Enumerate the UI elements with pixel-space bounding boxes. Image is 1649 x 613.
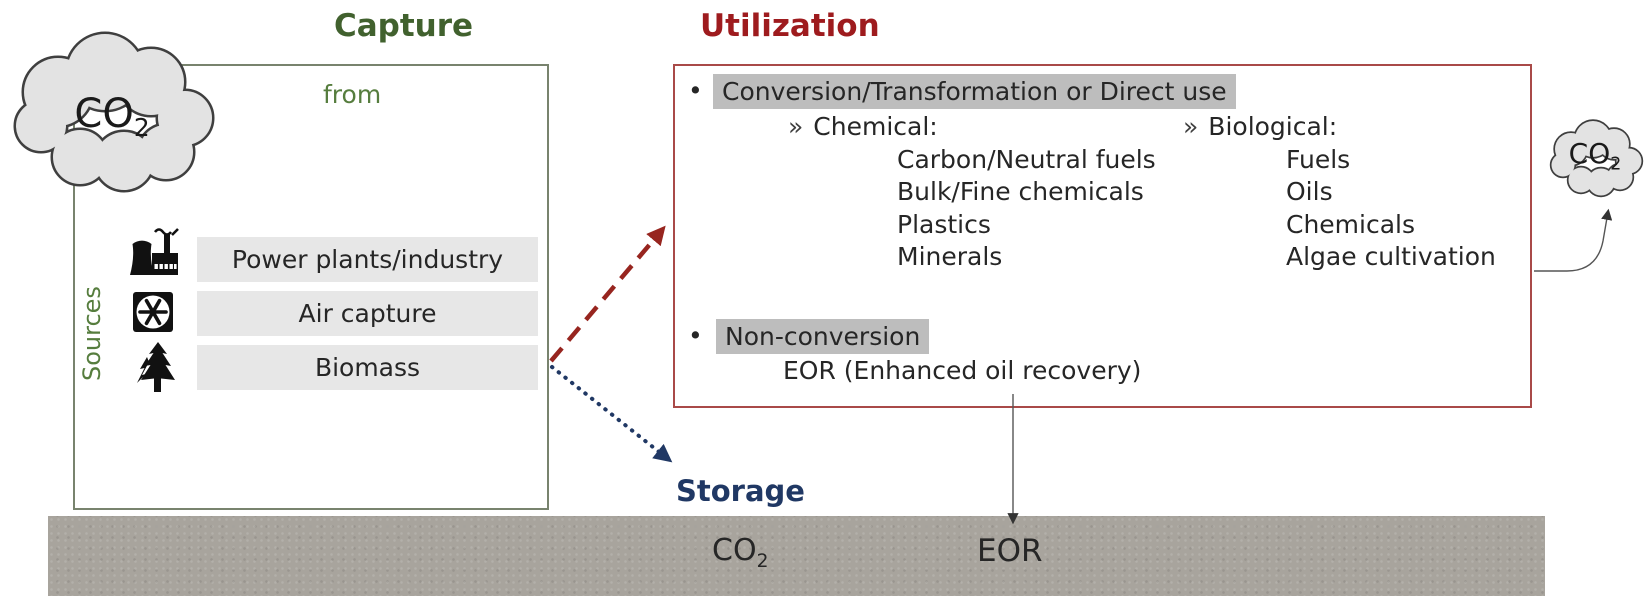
biological-heading: »Biological:: [1183, 112, 1338, 141]
from-label: from: [323, 80, 382, 109]
utilization-title: Utilization: [700, 8, 880, 44]
eor-item: EOR (Enhanced oil recovery): [783, 356, 1142, 385]
chemical-heading: »Chemical:: [788, 112, 938, 141]
non-conversion-heading: Non-conversion: [716, 319, 930, 354]
co2-cloud-right: CO2: [1546, 116, 1644, 204]
utilization-to-co2-cloud-arrow: [1534, 208, 1613, 272]
biological-item: Fuels: [1286, 145, 1351, 174]
capture-to-storage-arrow: [550, 365, 673, 463]
air-capture-icon: [132, 291, 174, 333]
chemical-item: Bulk/Fine chemicals: [897, 177, 1144, 206]
utilization-box: [673, 64, 1532, 408]
biomass-tree-icon: [134, 341, 178, 393]
factory-icon: [127, 226, 181, 276]
source-label-power-plants: Power plants/industry: [197, 237, 538, 282]
source-row: [132, 291, 174, 333]
co2-label-right: CO2: [1568, 137, 1622, 175]
source-row: [127, 226, 181, 276]
biological-item: Chemicals: [1286, 210, 1416, 239]
cloud-icon: [13, 31, 215, 193]
cloud-icon: [1549, 119, 1644, 198]
biological-item: Oils: [1286, 177, 1333, 206]
bullet-conversion: •: [688, 76, 703, 105]
co2-label-left: CO2: [74, 90, 150, 142]
guillemet-marker: »: [788, 112, 804, 141]
capture-to-utilization-arrow: [549, 225, 666, 363]
storage-title: Storage: [676, 474, 805, 508]
chemical-item: Carbon/Neutral fuels: [897, 145, 1156, 174]
capture-title: Capture: [334, 8, 474, 44]
ground-co2-label: CO2: [712, 533, 769, 572]
chemical-item: Minerals: [897, 242, 1003, 271]
sources-label: Sources: [78, 286, 106, 382]
source-label-air-capture: Air capture: [197, 291, 538, 336]
bullet-non-conversion: •: [688, 321, 703, 350]
capture-box: [73, 64, 549, 510]
storage-ground: [48, 516, 1545, 596]
source-label-biomass: Biomass: [197, 345, 538, 390]
co2-cloud-left: CO2: [6, 28, 218, 194]
source-row: [134, 341, 178, 393]
biological-item: Algae cultivation: [1286, 242, 1496, 271]
conversion-heading: Conversion/Transformation or Direct use: [713, 74, 1236, 109]
guillemet-marker: »: [1183, 112, 1199, 141]
chemical-item: Plastics: [897, 210, 991, 239]
ground-eor-label: EOR: [977, 533, 1043, 569]
